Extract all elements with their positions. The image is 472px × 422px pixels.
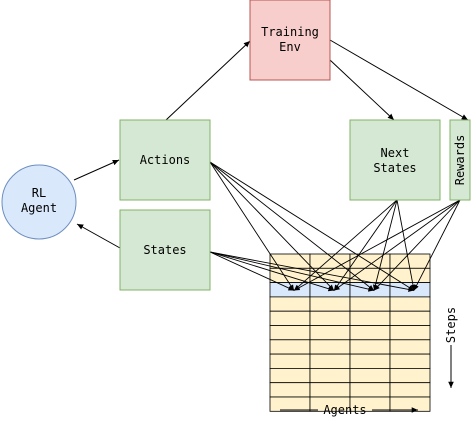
buffer-cell [349, 296, 391, 312]
arrow-actions-to-env [165, 40, 251, 121]
buffer-cell [349, 367, 391, 384]
buffer-cell [389, 353, 431, 369]
agents-label: Agents [323, 403, 366, 417]
steps-axis: Steps [444, 307, 458, 388]
arrow-agent-to-actions [73, 159, 120, 181]
arrow-states-to-buffer [209, 251, 335, 292]
next-states-label-line2: States [373, 161, 416, 175]
buffer-cell [309, 353, 351, 369]
next-states-node: Next States [349, 119, 441, 201]
rewards-node: Rewards [449, 119, 471, 201]
arrow-actions-to-buffer [209, 161, 375, 291]
arrow-actions-to-buffer [209, 161, 335, 291]
buffer-cell [269, 339, 311, 355]
agents-axis: Agents [280, 403, 418, 417]
arrow-rewards-to-buffer [413, 199, 461, 291]
buffer-cell [349, 325, 391, 341]
buffer-cell [269, 253, 311, 269]
buffer-cell [389, 296, 431, 312]
arrow-next-states-to-buffer [396, 199, 416, 291]
buffer-cell [389, 339, 431, 355]
buffer-cell [389, 253, 431, 269]
buffer-cell [389, 310, 431, 326]
buffer-cell [309, 367, 351, 384]
buffer-cell [309, 310, 351, 326]
buffer-cell [349, 382, 391, 398]
buffer-cell [309, 339, 351, 355]
buffer-cell [389, 325, 431, 341]
arrow-rewards-to-buffer [373, 199, 461, 291]
arrow-states-to-agent [76, 223, 121, 249]
steps-label: Steps [444, 307, 458, 343]
buffer-cell [269, 396, 311, 412]
arrow-rewards-to-buffer [293, 199, 461, 291]
arrow-env-to-next-states [329, 59, 395, 121]
actions-node: Actions [119, 119, 211, 201]
arrow-env-to-rewards [329, 39, 469, 121]
next-states-label-line1: Next [381, 146, 410, 160]
training-env-label-line2: Env [279, 40, 301, 54]
buffer-cell [269, 325, 311, 341]
buffer-cell [269, 367, 311, 384]
rl-agent-label-line1: RL [32, 186, 46, 200]
training-env-node: Training Env [249, 0, 331, 81]
buffer-cell [269, 310, 311, 326]
flow-arrows [73, 39, 469, 249]
states-node: States [119, 209, 211, 291]
buffer-cell [389, 367, 431, 384]
rewards-label: Rewards [453, 135, 467, 186]
training-env-label-line1: Training [261, 25, 319, 39]
arrow-actions-to-buffer [209, 161, 295, 291]
arrow-rewards-to-buffer [333, 199, 461, 291]
buffer-cell [269, 353, 311, 369]
arrow-states-to-buffer [209, 251, 375, 292]
buffer-cell [309, 382, 351, 398]
arrow-next-states-to-buffer [293, 199, 398, 291]
rl-agent-label-line2: Agent [21, 201, 57, 215]
buffer-cell [349, 253, 391, 269]
buffer-cell [349, 353, 391, 369]
states-label: States [143, 243, 186, 257]
rl-agent-node: RL Agent [1, 164, 77, 240]
buffer-cell [309, 325, 351, 341]
buffer-cell [269, 296, 311, 312]
actions-label: Actions [140, 153, 191, 167]
arrow-next-states-to-buffer [372, 199, 398, 291]
buffer-cell [269, 382, 311, 398]
arrow-next-states-to-buffer [333, 199, 398, 291]
buffer-write-arrows [209, 161, 461, 292]
buffer-cell [349, 339, 391, 355]
buffer-cell [309, 296, 351, 312]
buffer-cell [389, 382, 431, 398]
buffer-cell [349, 310, 391, 326]
arrow-actions-to-buffer [209, 161, 415, 291]
buffer-cell [389, 396, 431, 412]
arrow-states-to-buffer [209, 251, 295, 291]
